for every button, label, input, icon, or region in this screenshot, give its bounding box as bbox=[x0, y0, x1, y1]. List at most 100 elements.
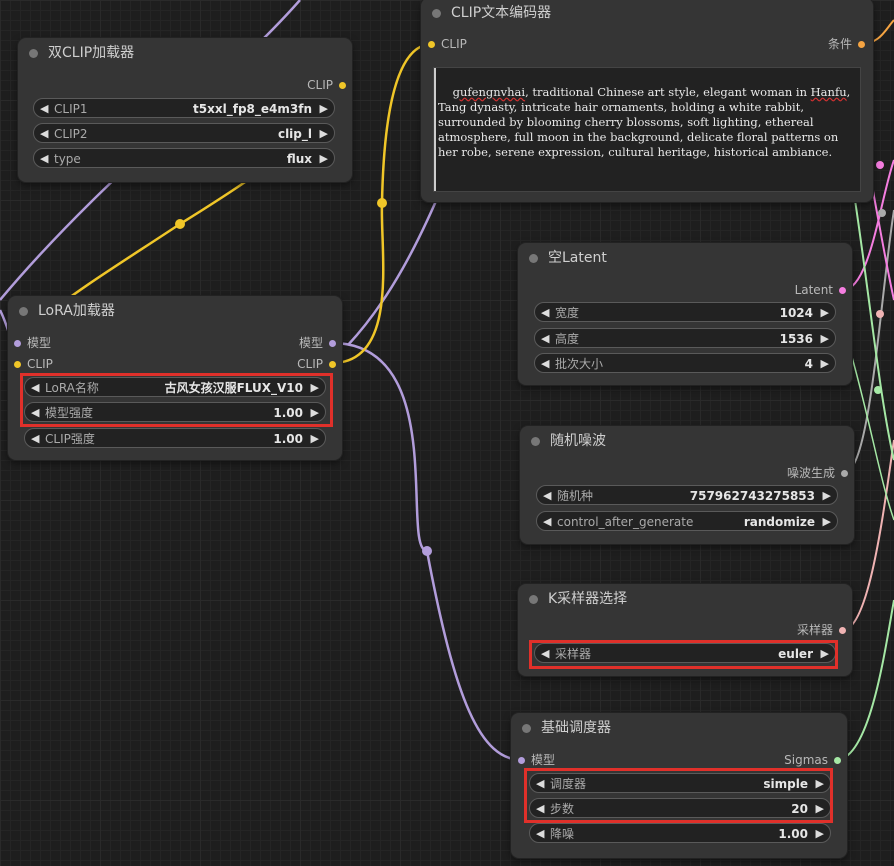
node-collapse-dot-icon[interactable] bbox=[529, 254, 538, 263]
output-latent-label: Latent bbox=[794, 283, 833, 297]
increment-arrow-icon[interactable]: ▶ bbox=[815, 802, 824, 815]
decrement-arrow-icon[interactable]: ◀ bbox=[31, 432, 40, 445]
output-clip-slot[interactable]: CLIP bbox=[307, 77, 346, 93]
decrement-arrow-icon[interactable]: ◀ bbox=[31, 406, 40, 419]
increment-arrow-icon[interactable]: ▶ bbox=[310, 381, 319, 394]
node-collapse-dot-icon[interactable] bbox=[432, 9, 441, 18]
sigmas-socket-icon[interactable] bbox=[834, 757, 841, 764]
basic-scheduler-node[interactable]: 基础调度器 模型 Sigmas ◀ 调度器 simple ▶ ◀ 步数 20 ▶… bbox=[511, 713, 847, 858]
node-title: 双CLIP加载器 bbox=[18, 38, 352, 68]
clip-socket-icon[interactable] bbox=[14, 361, 21, 368]
increment-arrow-icon[interactable]: ▶ bbox=[820, 647, 829, 660]
decrement-arrow-icon[interactable]: ◀ bbox=[40, 102, 49, 115]
increment-arrow-icon[interactable]: ▶ bbox=[820, 357, 829, 370]
decrement-arrow-icon[interactable]: ◀ bbox=[40, 152, 49, 165]
dual-clip-loader-node[interactable]: 双CLIP加载器 CLIP ◀ CLIP1 t5xxl_fp8_e4m3fn ▶… bbox=[18, 38, 352, 182]
clip2-widget[interactable]: ◀ CLIP2 clip_l ▶ bbox=[33, 123, 335, 143]
node-collapse-dot-icon[interactable] bbox=[522, 724, 531, 733]
widget-value: flux bbox=[286, 152, 312, 166]
node-collapse-dot-icon[interactable] bbox=[531, 437, 540, 446]
model-socket-icon[interactable] bbox=[518, 757, 525, 764]
output-condition-label: 条件 bbox=[827, 37, 852, 51]
ksampler-select-node[interactable]: K采样器选择 采样器 ◀ 采样器 euler ▶ bbox=[518, 584, 852, 676]
clip-strength-widget[interactable]: ◀ CLIP强度 1.00 ▶ bbox=[24, 428, 326, 448]
lora-loader-node[interactable]: LoRA加载器 模型 CLIP 模型 CLIP ◀ LoRA名称 古风女孩汉服F… bbox=[8, 296, 342, 460]
right-reroute-4 bbox=[874, 386, 882, 394]
output-sampler-slot[interactable]: 采样器 bbox=[797, 622, 846, 638]
increment-arrow-icon[interactable]: ▶ bbox=[319, 102, 328, 115]
decrement-arrow-icon[interactable]: ◀ bbox=[40, 127, 49, 140]
node-title: LoRA加载器 bbox=[8, 296, 342, 326]
increment-arrow-icon[interactable]: ▶ bbox=[822, 489, 831, 502]
clip-socket-icon[interactable] bbox=[329, 361, 336, 368]
sampler-wire bbox=[842, 439, 894, 631]
increment-arrow-icon[interactable]: ▶ bbox=[820, 306, 829, 319]
node-title: K采样器选择 bbox=[518, 584, 852, 614]
node-collapse-dot-icon[interactable] bbox=[29, 49, 38, 58]
input-model-slot[interactable]: 模型 bbox=[518, 752, 555, 768]
decrement-arrow-icon[interactable]: ◀ bbox=[536, 827, 545, 840]
noise-socket-icon[interactable] bbox=[841, 470, 848, 477]
node-collapse-dot-icon[interactable] bbox=[19, 307, 28, 316]
sampler-widget[interactable]: ◀ 采样器 euler ▶ bbox=[534, 643, 836, 663]
batch-size-widget[interactable]: ◀ 批次大小 4 ▶ bbox=[534, 353, 836, 373]
text-caret bbox=[434, 68, 436, 191]
decrement-arrow-icon[interactable]: ◀ bbox=[541, 306, 550, 319]
output-sigmas-slot[interactable]: Sigmas bbox=[784, 752, 841, 768]
output-model-slot[interactable]: 模型 bbox=[299, 335, 336, 351]
widget-value: t5xxl_fp8_e4m3fn bbox=[193, 102, 312, 116]
increment-arrow-icon[interactable]: ▶ bbox=[310, 406, 319, 419]
width-widget[interactable]: ◀ 宽度 1024 ▶ bbox=[534, 302, 836, 322]
output-clip-slot[interactable]: CLIP bbox=[297, 356, 336, 372]
denoise-widget[interactable]: ◀ 降噪 1.00 ▶ bbox=[529, 823, 831, 843]
clip1-widget[interactable]: ◀ CLIP1 t5xxl_fp8_e4m3fn ▶ bbox=[33, 98, 335, 118]
decrement-arrow-icon[interactable]: ◀ bbox=[541, 332, 550, 345]
decrement-arrow-icon[interactable]: ◀ bbox=[541, 647, 550, 660]
clip-socket-icon[interactable] bbox=[339, 82, 346, 89]
increment-arrow-icon[interactable]: ▶ bbox=[319, 152, 328, 165]
model-strength-widget[interactable]: ◀ 模型强度 1.00 ▶ bbox=[24, 402, 326, 422]
type-widget[interactable]: ◀ type flux ▶ bbox=[33, 148, 335, 168]
decrement-arrow-icon[interactable]: ◀ bbox=[536, 777, 545, 790]
output-condition-slot[interactable]: 条件 bbox=[828, 36, 865, 52]
increment-arrow-icon[interactable]: ▶ bbox=[815, 777, 824, 790]
widget-value: 1024 bbox=[779, 306, 813, 320]
decrement-arrow-icon[interactable]: ◀ bbox=[541, 357, 550, 370]
clip-text-encoder-node[interactable]: CLIP文本编码器 CLIP 条件 gufengnvhai, tradition… bbox=[421, 0, 873, 202]
widget-label: 模型强度 bbox=[45, 406, 94, 420]
model-socket-icon[interactable] bbox=[14, 340, 21, 347]
right-reroute-2 bbox=[878, 209, 886, 217]
increment-arrow-icon[interactable]: ▶ bbox=[822, 515, 831, 528]
clip-socket-icon[interactable] bbox=[428, 41, 435, 48]
condition-socket-icon[interactable] bbox=[858, 41, 865, 48]
input-clip-slot[interactable]: CLIP bbox=[428, 36, 467, 52]
input-model-label: 模型 bbox=[27, 336, 52, 350]
widget-label: 随机种 bbox=[557, 489, 594, 503]
increment-arrow-icon[interactable]: ▶ bbox=[820, 332, 829, 345]
widget-label: 降噪 bbox=[550, 827, 575, 841]
random-noise-node[interactable]: 随机噪波 噪波生成 ◀ 随机种 757962743275853 ▶ ◀ cont… bbox=[520, 426, 854, 544]
input-model-slot[interactable]: 模型 bbox=[14, 335, 51, 351]
height-widget[interactable]: ◀ 高度 1536 ▶ bbox=[534, 328, 836, 348]
decrement-arrow-icon[interactable]: ◀ bbox=[543, 515, 552, 528]
decrement-arrow-icon[interactable]: ◀ bbox=[543, 489, 552, 502]
sampler-socket-icon[interactable] bbox=[839, 627, 846, 634]
increment-arrow-icon[interactable]: ▶ bbox=[310, 432, 319, 445]
node-collapse-dot-icon[interactable] bbox=[529, 595, 538, 604]
control-after-generate-widget[interactable]: ◀ control_after_generate randomize ▶ bbox=[536, 511, 838, 531]
seed-widget[interactable]: ◀ 随机种 757962743275853 ▶ bbox=[536, 485, 838, 505]
increment-arrow-icon[interactable]: ▶ bbox=[319, 127, 328, 140]
output-latent-slot[interactable]: Latent bbox=[795, 282, 846, 298]
node-title: 随机噪波 bbox=[520, 426, 854, 456]
output-noise-slot[interactable]: 噪波生成 bbox=[787, 465, 848, 481]
decrement-arrow-icon[interactable]: ◀ bbox=[536, 802, 545, 815]
model-socket-icon[interactable] bbox=[329, 340, 336, 347]
clip-reroute-dot-2 bbox=[377, 198, 387, 208]
lora-name-widget[interactable]: ◀ LoRA名称 古风女孩汉服FLUX_V10 ▶ bbox=[24, 377, 326, 397]
prompt-textarea[interactable]: gufengnvhai, traditional Chinese art sty… bbox=[433, 67, 861, 192]
latent-socket-icon[interactable] bbox=[839, 287, 846, 294]
increment-arrow-icon[interactable]: ▶ bbox=[815, 827, 824, 840]
input-clip-slot[interactable]: CLIP bbox=[14, 356, 53, 372]
decrement-arrow-icon[interactable]: ◀ bbox=[31, 381, 40, 394]
empty-latent-node[interactable]: 空Latent Latent ◀ 宽度 1024 ▶ ◀ 高度 1536 ▶ ◀… bbox=[518, 243, 852, 385]
